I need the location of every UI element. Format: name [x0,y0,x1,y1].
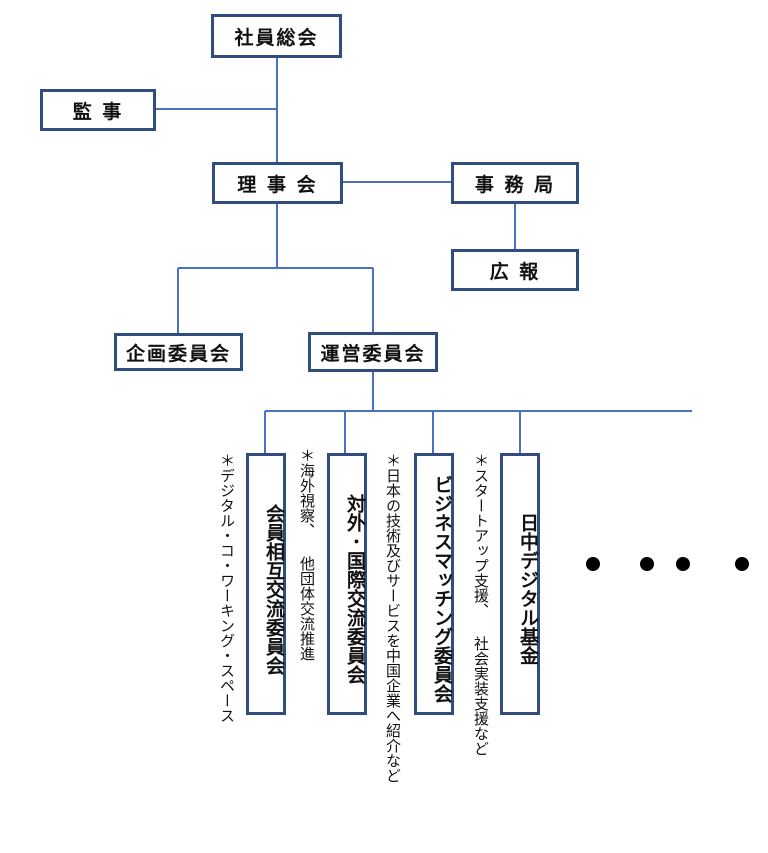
management-committee-box: 運営委員会 [308,332,438,372]
ellipsis-dot [640,557,654,571]
ellipsis-dot [676,557,690,571]
note-digital-fund: ＊スタートアップ支援、 社会実装支援など [472,453,490,756]
note-business-matching: ＊日本の技術及びサービスを中国企業へ紹介など [384,453,402,783]
note-member-exchange: ＊デジタル・コ・ワーキング・スペース [218,453,236,723]
digital-fund-box: 日中デジタル基金 [500,453,540,715]
pr-box: 広 報 [451,249,579,291]
ellipsis-dot [735,557,749,571]
note-international: ＊海外視察、 他団体交流推進 [298,448,316,661]
business-matching-committee-box: ビジネスマッチング委員会 [414,453,454,715]
international-committee-box: 対外･国際交流委員会 [327,453,367,715]
auditor-box: 監 事 [40,89,156,131]
ellipsis-dot [586,557,600,571]
planning-committee-box: 企画委員会 [114,333,243,371]
member-exchange-committee-box: 会員相互交流委員会 [246,453,286,715]
general-assembly-box: 社員総会 [211,14,342,58]
secretariat-box: 事 務 局 [451,162,579,204]
board-box: 理 事 会 [212,162,343,204]
